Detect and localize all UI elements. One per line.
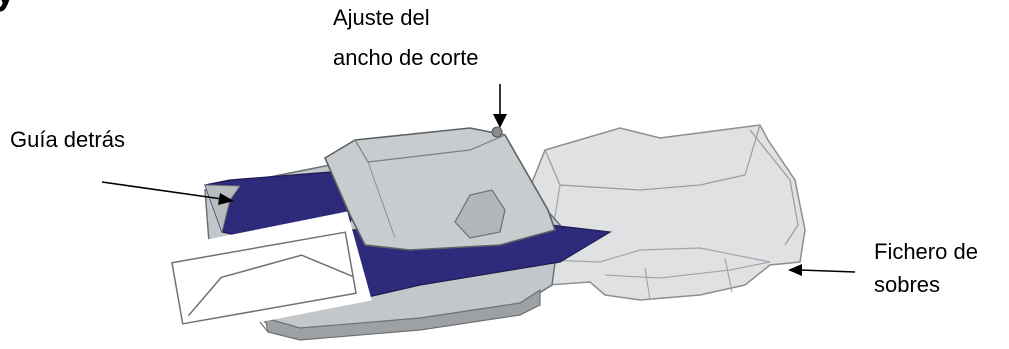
section-title-fragment: y bbox=[0, 0, 16, 10]
rear-guide-arrow bbox=[101, 181, 223, 200]
envelope-illustration bbox=[156, 211, 372, 337]
envelope-stacker-tray bbox=[524, 124, 806, 301]
envelope-stacker-label-line2: sobres bbox=[874, 272, 941, 297]
rear-guide-label: Guía detrás bbox=[10, 127, 125, 152]
stacker-arrow bbox=[799, 269, 856, 273]
cut-width-label-line1: Ajuste del bbox=[333, 5, 430, 30]
leader-arrows bbox=[101, 84, 856, 276]
envelope-flap-line bbox=[187, 254, 354, 317]
cut-width-label-line2: ancho de corte bbox=[333, 45, 479, 70]
envelope-stacker-label-line1: Fichero de bbox=[874, 239, 978, 264]
machine-hood bbox=[323, 126, 557, 251]
